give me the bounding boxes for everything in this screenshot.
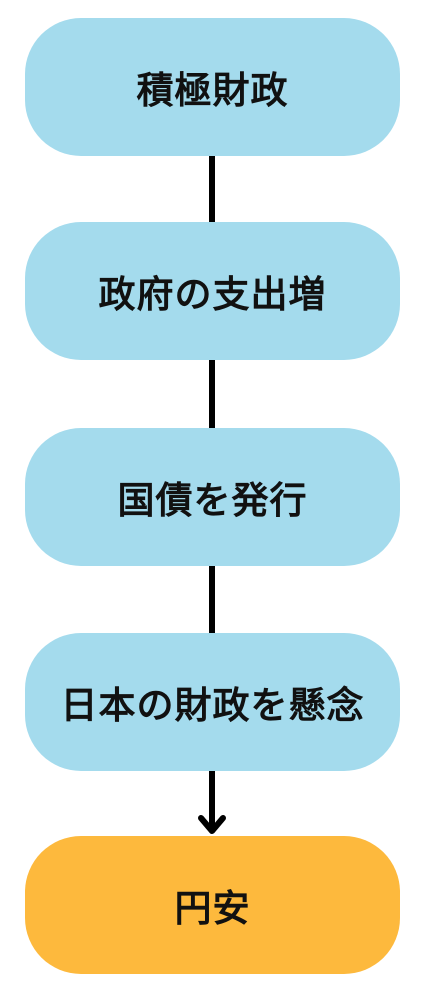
flow-step-label: 日本の財政を懸念 bbox=[60, 684, 365, 727]
flow-step-label: 国債を発行 bbox=[117, 479, 308, 522]
flow-step-1: 積極財政 bbox=[25, 18, 400, 156]
flow-step-3: 国債を発行 bbox=[25, 428, 400, 566]
flow-step-label: 積極財政 bbox=[136, 69, 289, 112]
flow-result: 円安 bbox=[25, 836, 400, 974]
flow-step-label: 政府の支出増 bbox=[98, 273, 327, 316]
flow-step-4: 日本の財政を懸念 bbox=[25, 633, 400, 771]
arrow-head-icon bbox=[198, 815, 226, 834]
flow-result-label: 円安 bbox=[174, 887, 251, 930]
flow-step-2: 政府の支出増 bbox=[25, 222, 400, 360]
